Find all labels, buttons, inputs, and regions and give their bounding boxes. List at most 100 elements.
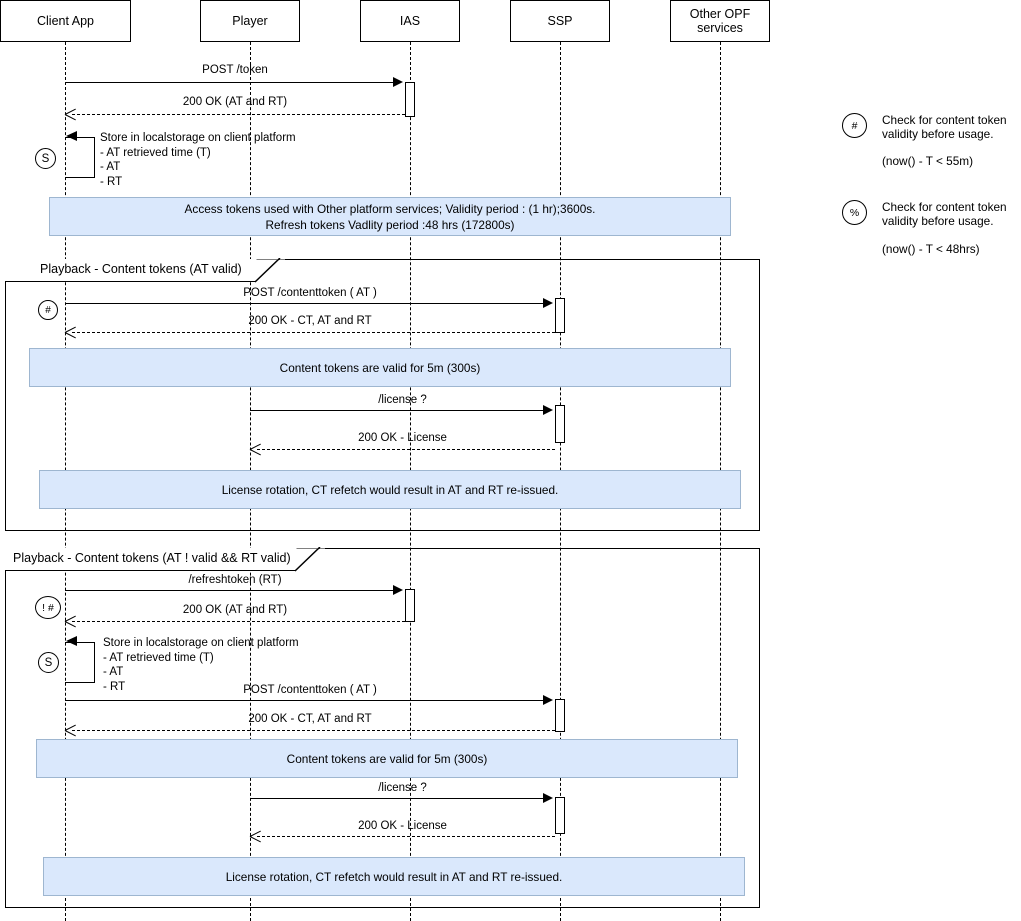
- arrowhead-ok-at-rt: [65, 109, 76, 120]
- message-line-post-token: [65, 82, 393, 83]
- legend-marker-hash-icon: #: [842, 113, 867, 138]
- activation-ias-token: [405, 82, 415, 117]
- marker-store-2-label: S: [44, 656, 53, 669]
- arrowhead-store-1: [66, 131, 77, 141]
- note-license-rotation-1: License rotation, CT refetch would resul…: [39, 470, 741, 509]
- marker-store-1-label: S: [41, 152, 50, 165]
- note-validity: Access tokens used with Other platform s…: [49, 197, 731, 236]
- marker-store-1: S: [35, 148, 56, 169]
- arrowhead-post-token: [393, 77, 403, 87]
- message-label-license-2: /license ?: [378, 782, 427, 794]
- legend-percent-line2: validity before usage.: [882, 214, 994, 228]
- participant-other-opf[interactable]: Other OPF services: [670, 0, 770, 42]
- message-label-post-contenttoken-2: POST /contenttoken ( AT ): [243, 684, 377, 696]
- participant-label-other-opf-line2: services: [697, 21, 743, 35]
- participant-ssp[interactable]: SSP: [510, 0, 610, 42]
- fragment-at-valid: [5, 259, 760, 531]
- store-note-2: Store in localstorage on client platform…: [103, 636, 299, 694]
- activation-ias-refresh: [405, 589, 415, 622]
- message-label-ok-license-1: 200 OK - License: [358, 432, 447, 444]
- legend-marker-percent-icon: %: [842, 200, 867, 225]
- note-validity-line1: Access tokens used with Other platform s…: [184, 201, 596, 216]
- fragment-at-invalid-tab: [5, 548, 295, 571]
- message-line-post-contenttoken: [65, 303, 543, 304]
- message-line-ok-license-1: [257, 449, 555, 450]
- arrowhead-license-2: [543, 793, 553, 803]
- note-license-rotation-2: License rotation, CT refetch would resul…: [43, 857, 745, 896]
- store-note-1-item-1: - AT: [100, 161, 121, 173]
- legend-marker-hash-label: #: [851, 119, 858, 132]
- legend-percent-condition: (now() - T < 48hrs): [882, 242, 980, 256]
- fragment-at-invalid-label: Playback - Content tokens (AT ! valid &&…: [13, 551, 291, 565]
- participant-label-client-app: Client App: [37, 14, 94, 28]
- arrowhead-ok-license-1: [250, 444, 261, 455]
- message-label-post-token: POST /token: [202, 64, 268, 76]
- store-note-2-item-2: - RT: [103, 680, 126, 693]
- activation-ssp-license-2: [555, 797, 565, 834]
- marker-not-hash: ! #: [35, 596, 61, 619]
- message-label-ok-ct-at-rt: 200 OK - CT, AT and RT: [248, 315, 372, 327]
- marker-store-2: S: [38, 652, 59, 673]
- message-line-ok-at-rt: [72, 114, 405, 115]
- store-note-1-item-2: - RT: [100, 175, 123, 188]
- message-label-ok-at-rt: 200 OK (AT and RT): [182, 96, 288, 108]
- arrowhead-ok-at-rt-2: [65, 616, 76, 627]
- message-label-post-contenttoken: POST /contenttoken ( AT ): [243, 287, 377, 299]
- arrowhead-post-contenttoken: [543, 298, 553, 308]
- note-license-rotation-2-text: License rotation, CT refetch would resul…: [225, 869, 563, 884]
- message-line-ok-ct-at-rt-2: [72, 730, 555, 731]
- message-line-license-2: [250, 798, 543, 799]
- message-line-ok-ct-at-rt: [72, 332, 555, 333]
- note-license-rotation-1-text: License rotation, CT refetch would resul…: [221, 482, 559, 497]
- marker-hash-1: #: [38, 300, 58, 320]
- message-label-ok-at-rt-2: 200 OK (AT and RT): [182, 604, 288, 616]
- participant-label-other-opf-line1: Other OPF: [689, 7, 751, 21]
- participant-label-ias: IAS: [399, 14, 421, 28]
- note-content-tokens-2-text: Content tokens are valid for 5m (300s): [286, 751, 488, 766]
- store-note-2-item-0: - AT retrieved time (T): [103, 651, 214, 664]
- message-line-ok-license-2: [257, 836, 555, 837]
- store-note-2-heading: Store in localstorage on client platform: [103, 637, 299, 649]
- store-note-1-heading: Store in localstorage on client platform: [100, 132, 296, 144]
- selfmessage-store-1: [65, 137, 95, 178]
- selfmessage-store-2: [65, 642, 95, 683]
- message-line-post-contenttoken-2: [65, 700, 543, 701]
- arrowhead-refreshtoken: [393, 585, 403, 595]
- note-validity-line2: Refresh tokens Vadlity period :48 hrs (1…: [265, 217, 515, 232]
- activation-ssp-license-1: [555, 405, 565, 443]
- message-label-ok-license-2: 200 OK - License: [358, 820, 447, 832]
- legend-marker-percent-label: %: [849, 206, 860, 219]
- message-line-license-1: [250, 410, 543, 411]
- fragment-at-valid-tab-cut: [255, 258, 285, 284]
- arrowhead-ok-ct-at-rt: [65, 327, 76, 338]
- store-note-2-item-1: - AT: [103, 666, 124, 678]
- arrowhead-ok-ct-at-rt-2: [65, 725, 76, 736]
- participant-client-app[interactable]: Client App: [0, 0, 131, 42]
- marker-not-hash-label: ! #: [42, 601, 54, 614]
- participant-ias[interactable]: IAS: [360, 0, 460, 42]
- arrowhead-store-2: [66, 636, 77, 646]
- message-line-refreshtoken: [65, 590, 393, 591]
- arrowhead-license-1: [543, 405, 553, 415]
- message-label-license-1: /license ?: [378, 394, 427, 406]
- fragment-at-valid-label: Playback - Content tokens (AT valid): [40, 262, 242, 276]
- legend-hash-line2: validity before usage.: [882, 127, 994, 141]
- activation-ssp-contenttoken-1: [555, 298, 565, 333]
- participant-label-player: Player: [232, 14, 268, 28]
- legend-hash-line1: Check for content token: [882, 113, 1007, 127]
- arrowhead-post-contenttoken-2: [543, 695, 553, 705]
- activation-ssp-contenttoken-2: [555, 699, 565, 732]
- participant-player[interactable]: Player: [200, 0, 300, 42]
- message-label-ok-ct-at-rt-2: 200 OK - CT, AT and RT: [248, 713, 372, 725]
- note-content-tokens-1-text: Content tokens are valid for 5m (300s): [279, 360, 481, 375]
- store-note-1: Store in localstorage on client platform…: [100, 131, 296, 189]
- fragment-at-valid-tab: [5, 259, 255, 282]
- message-line-ok-at-rt-2: [72, 621, 405, 622]
- message-label-refreshtoken: /refreshtoken (RT): [188, 574, 282, 586]
- participant-label-ssp: SSP: [547, 14, 573, 28]
- note-content-tokens-1: Content tokens are valid for 5m (300s): [29, 348, 731, 387]
- note-content-tokens-2: Content tokens are valid for 5m (300s): [36, 739, 738, 778]
- store-note-1-item-0: - AT retrieved time (T): [100, 146, 211, 159]
- fragment-at-invalid: [5, 548, 760, 908]
